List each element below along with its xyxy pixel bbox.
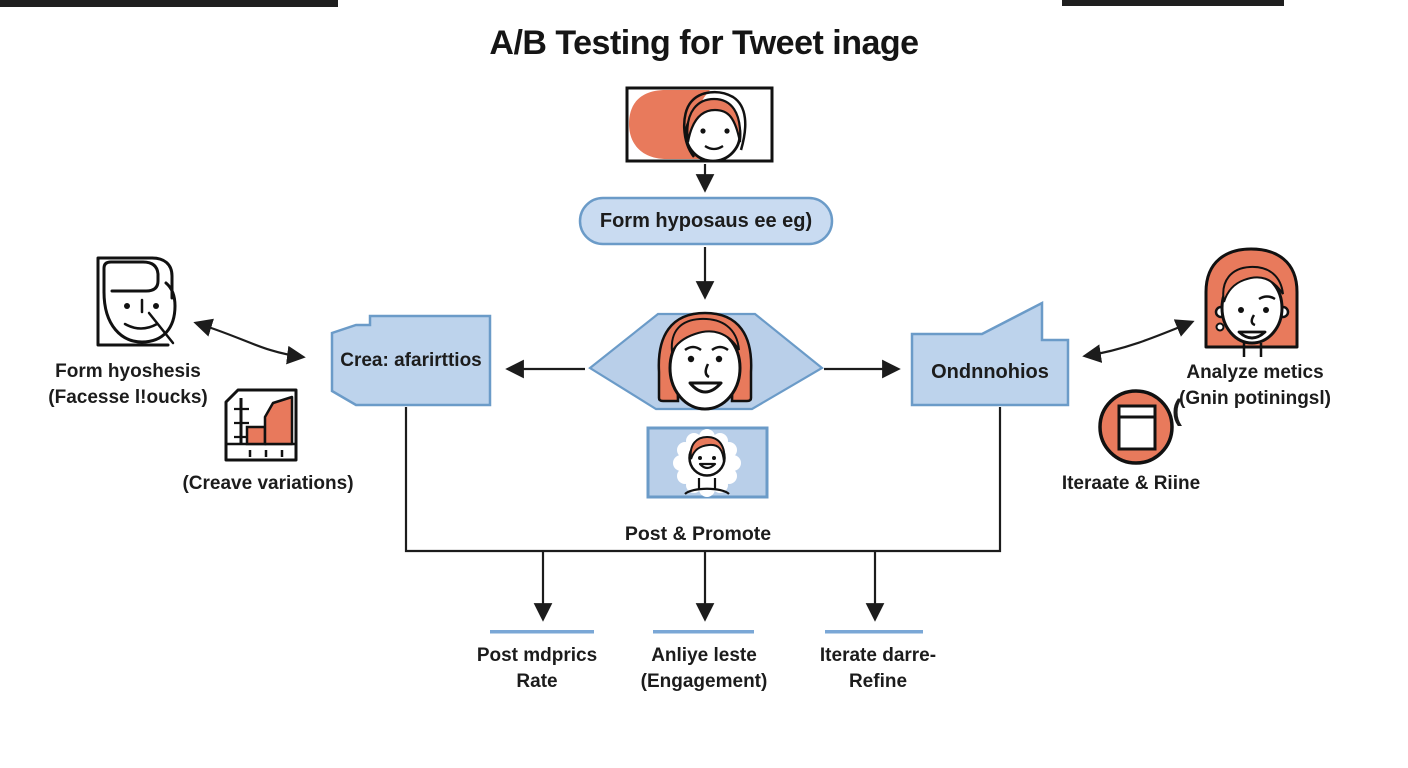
arrow-post-to-avatar [1082,319,1195,363]
woman-face-icon [657,311,753,411]
form-hypothesis-line2: (Facesse l!oucks) [48,387,208,408]
analyze-metrics-label: Analyze metics (Gnin potiningsl) [1150,360,1360,412]
create-variations-box-label: Crea: afarirttios [340,349,482,371]
top-crop-artifact-right [1062,0,1284,6]
create-variations-caption: (Creave variations) [182,473,354,494]
outcome-1-line2: Rate [516,671,558,692]
arrow-sketch-to-variations [193,318,306,365]
post-box-shape [910,300,1070,407]
outcome-underlines [490,630,923,634]
page-title: A/B Testing for Tweet inage [489,24,919,62]
outcome-1-label: Post mdprics Rate [457,643,617,695]
outcome-2-line1: Anliye leste [651,645,757,666]
browser-window-icon [1098,389,1174,465]
profile-sketch-icon [96,256,177,347]
create-variations-box-shape [330,314,492,407]
connectors [193,164,1195,622]
profile-photo-icon [673,429,741,497]
stray-paren: ( [1172,394,1182,427]
hypothesis-pill-label: Form hyposaus ee eg) [599,209,813,232]
outcome-underline-1 [490,630,594,634]
outcome-2-label: Anliye leste (Engagement) [623,643,785,695]
form-hypothesis-line1: Form hyoshesis [55,361,201,382]
top-crop-artifact-left [0,0,338,7]
woman-avatar-icon [1204,247,1299,357]
bar-chart-icon [224,388,298,462]
post-promote-caption: Post & Promote [624,523,772,545]
iterate-refine-caption: Iteraate & Riine [1061,473,1201,494]
analyze-metrics-line2: (Gnin potiningsl) [1179,388,1331,409]
hypothesis-pill-shape [578,196,834,246]
outcome-3-label: Iterate darre- Refine [798,643,958,695]
analyze-metrics-line1: Analyze metics [1186,362,1324,383]
outcome-underline-3 [825,630,923,634]
outcome-3-line2: Refine [848,671,908,692]
outcome-2-line2: (Engagement) [640,671,768,692]
outcome-underline-2 [653,630,754,634]
post-box-label: Ondnnohios [931,361,1049,383]
tweet-image-banner-icon [625,86,774,163]
bottom-rail [404,407,1002,553]
outcome-1-line1: Post mdprics [476,645,598,666]
form-hypothesis-label: Form hyoshesis (Facesse l!oucks) [22,359,234,411]
outcome-3-line1: Iterate darre- [819,645,937,666]
